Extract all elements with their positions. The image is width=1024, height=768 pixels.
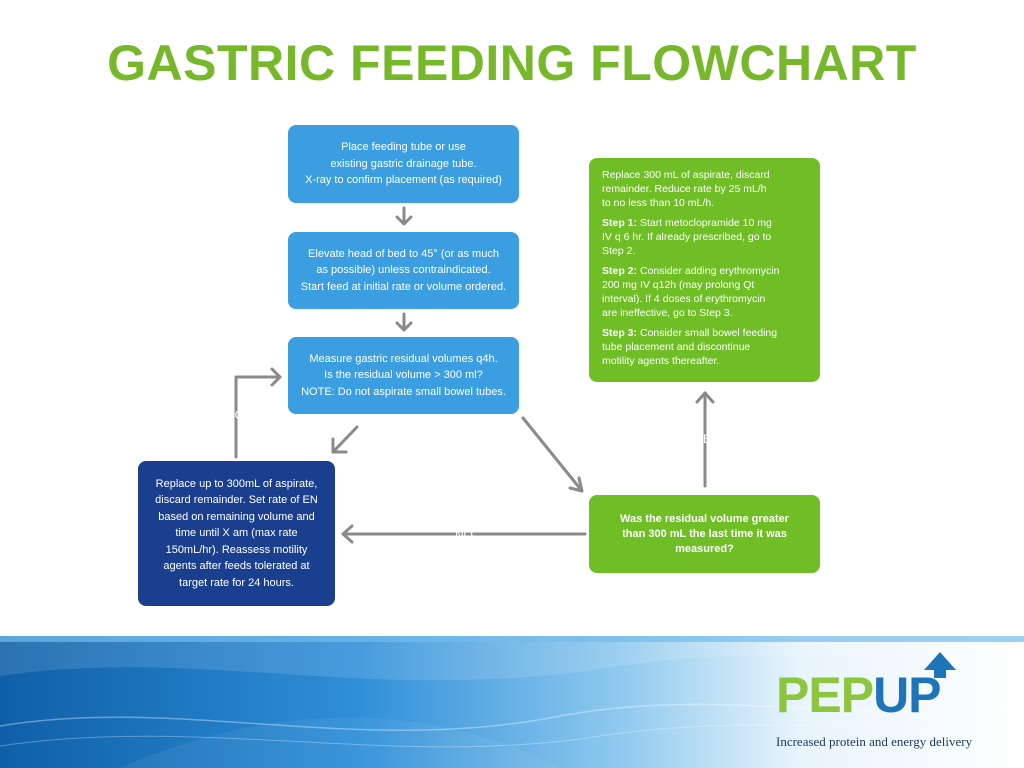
- arrow-was-residual-to-replace-up-to: [341, 524, 587, 544]
- node-text-line: NOTE: Do not aspirate small bowel tubes.: [301, 385, 506, 398]
- node-text-line: IV q 6 hr. If already prescribed, go to: [602, 231, 772, 243]
- node-text-line: time until X am (max rate: [175, 527, 298, 540]
- edge-label-was-residual-no: NO: [455, 528, 473, 542]
- node-elevate-head: Elevate head of bed to 45° (or as much a…: [288, 232, 519, 309]
- node-text-line: target rate for 24 hours.: [179, 576, 294, 589]
- node-text-line: Start metoclopramide 10 mg: [639, 217, 772, 229]
- node-text-line: Elevate head of bed to 45° (or as much: [308, 247, 499, 260]
- page-title: GASTRIC FEEDING FLOWCHART: [107, 35, 917, 91]
- logo-up-arrow-icon: [924, 652, 956, 678]
- node-text-line: as possible) unless contraindicated.: [316, 264, 491, 277]
- logo-up: UP: [873, 667, 941, 723]
- node-text-line: Was the residual volume greater: [620, 512, 789, 525]
- node-text-line: remainder. Reduce rate by 25 mL/h: [602, 183, 767, 195]
- logo-wordmark: PEPUP: [776, 667, 942, 723]
- arrow-place-to-elevate: [395, 206, 413, 226]
- node-text-line: motility agents thereafter.: [602, 355, 720, 367]
- step-3: Step 3: Consider small bowel feeding tub…: [602, 326, 810, 368]
- node-text-line: Is the residual volume > 300 ml?: [324, 369, 483, 382]
- step-label: Step 1:: [602, 217, 638, 229]
- node-text-line: measured?: [675, 542, 734, 555]
- node-text-line: 150mL/hr). Reassess motility: [165, 543, 308, 556]
- node-replace-up-to: Replace up to 300mL of aspirate, discard…: [138, 461, 335, 606]
- node-place-tube: Place feeding tube or use existing gastr…: [288, 125, 519, 203]
- footer-band: [0, 636, 1024, 768]
- node-text-line: Start feed at initial rate or volume ord…: [300, 280, 507, 293]
- node-text-line: 200 mg IV q12h (may prolong Qt: [602, 279, 755, 291]
- logo-tagline: Increased protein and energy delivery: [776, 734, 973, 749]
- pepup-logo: PEPUP Increased protein and energy deliv…: [776, 650, 1006, 750]
- node-text-line: to no less than 10 mL/h.: [602, 197, 715, 209]
- step-label: Step 3:: [602, 327, 638, 339]
- step-label: Step 2:: [602, 265, 638, 277]
- node-text-line: Replace 300 mL of aspirate, discard: [602, 169, 770, 181]
- node-text-line: Consider small bowel feeding: [639, 327, 778, 339]
- node-text-line: based on remaining volume and: [158, 510, 315, 523]
- node-replace-300: Replace 300 mL of aspirate, discard rema…: [589, 158, 820, 382]
- node-was-residual-greater: Was the residual volume greater than 300…: [589, 495, 820, 573]
- node-text-line: Consider adding erythromycin: [639, 265, 780, 277]
- node-text-line: existing gastric drainage tube.: [330, 157, 477, 170]
- node-text-line: Measure gastric residual volumes q4h.: [309, 352, 498, 365]
- arrow-measure-to-replace-up-to: [331, 425, 359, 454]
- node-text-line: discard remainder. Set rate of EN: [155, 494, 318, 507]
- logo-pep: PEP: [776, 667, 874, 723]
- node-text-line: Replace up to 300mL of aspirate,: [155, 477, 318, 490]
- node-text-line: X-ray to confirm placement (as required): [305, 174, 502, 187]
- node-text-line: than 300 mL the last time it was: [622, 527, 787, 540]
- replace-300-intro: Replace 300 mL of aspirate, discard rema…: [602, 168, 810, 210]
- arrow-replace-up-to-to-measure: [234, 367, 282, 459]
- node-text-line: Step 2.: [602, 245, 636, 257]
- arrow-was-residual-to-replace-300: [695, 391, 715, 488]
- node-text-line: interval). If 4 doses of erythromycin: [602, 293, 766, 305]
- arrow-elevate-to-measure: [395, 312, 413, 332]
- footer-wave-graphic: [0, 636, 1024, 768]
- step-2: Step 2: Consider adding erythromycin 200…: [602, 264, 810, 320]
- edge-label-measure-yes: YES: [548, 440, 573, 454]
- arrow-measure-to-was-residual: [521, 416, 584, 493]
- node-measure-residual: Measure gastric residual volumes q4h. Is…: [288, 337, 519, 414]
- node-text-line: are ineffective, go to Step 3.: [602, 307, 733, 319]
- edge-label-measure-no: NO: [226, 408, 244, 422]
- node-text-line: tube placement and discontinue: [602, 341, 751, 353]
- node-text-line: Place feeding tube or use: [341, 141, 466, 154]
- step-1: Step 1: Start metoclopramide 10 mg IV q …: [602, 216, 810, 258]
- node-text-line: agents after feeds tolerated at: [163, 560, 310, 573]
- edge-label-was-residual-yes: YES: [695, 432, 720, 446]
